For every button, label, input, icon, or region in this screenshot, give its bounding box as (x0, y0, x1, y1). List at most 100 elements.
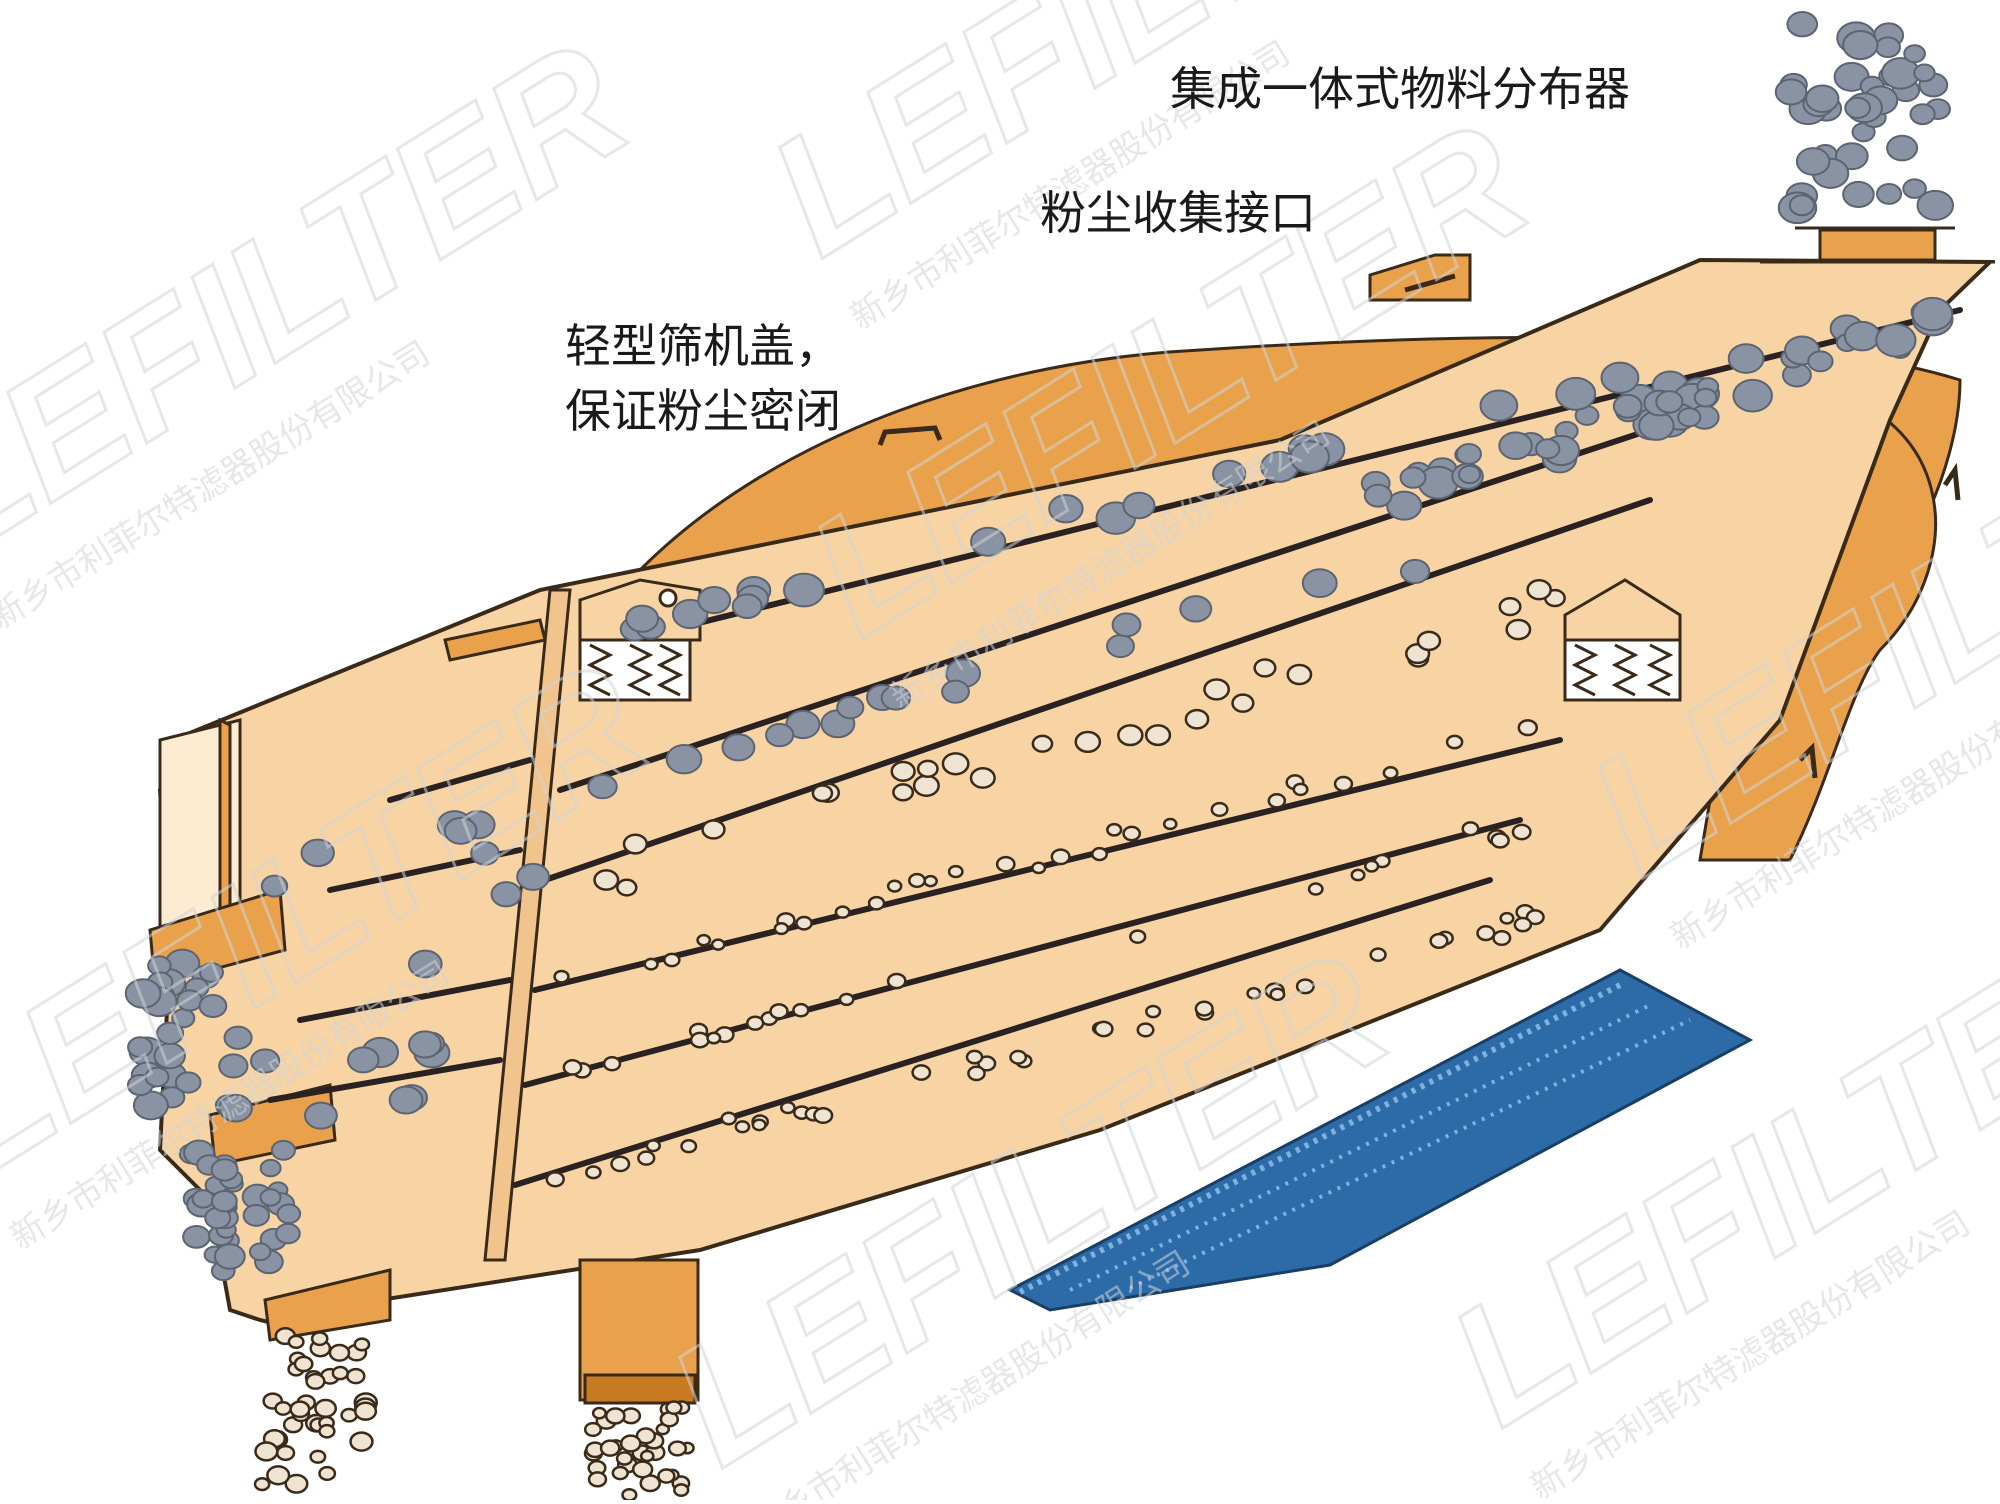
stone-particle (587, 773, 618, 800)
stone-particle (1106, 822, 1123, 837)
stone-particle (1727, 343, 1765, 374)
stone-particle (1655, 390, 1684, 414)
stone-particle (912, 774, 940, 797)
stone-particle (1534, 438, 1561, 460)
deck-line (512, 877, 1493, 1188)
stone-particle (1162, 817, 1178, 831)
stone-particle (259, 1188, 282, 1207)
stone-particle (1511, 823, 1532, 841)
stone-particle (174, 1071, 202, 1094)
stone-particle (266, 1465, 291, 1486)
deck-line (297, 977, 513, 1023)
stone-particle (331, 1365, 349, 1381)
stone-particle (886, 879, 903, 893)
stone-particle (127, 1036, 154, 1059)
stone-particle (689, 1031, 710, 1049)
stone-particle (1490, 832, 1510, 849)
stone-particle (199, 962, 224, 983)
stone-particle (1212, 459, 1247, 489)
stone-particle (1269, 987, 1286, 1002)
stone-particle (720, 1111, 738, 1126)
stone-particle (604, 1407, 626, 1425)
spring-support-right (1563, 578, 1682, 702)
stone-particle (318, 1465, 337, 1482)
stone-particle (967, 1065, 986, 1082)
stone-particle (671, 598, 709, 630)
stone-particle (1600, 361, 1640, 394)
stone-particle (908, 872, 927, 889)
stone-particle (673, 1483, 690, 1497)
stone-particle (275, 1444, 296, 1462)
stone-particle (583, 1421, 603, 1438)
stone-particle (622, 833, 648, 855)
stone-particle (746, 1015, 765, 1031)
stone-particle (305, 1372, 326, 1390)
stone-particle (1203, 678, 1231, 701)
stone-particle (643, 957, 659, 971)
stone-particle (970, 526, 1007, 557)
stone-particle (1246, 986, 1262, 1000)
stone-particle (218, 1093, 253, 1123)
handle-icon (877, 425, 943, 446)
stone-particle (585, 1165, 602, 1180)
stone-particle (210, 1158, 239, 1182)
stone-particle (611, 1465, 629, 1481)
stone-particle (553, 969, 570, 984)
stone-particle (1844, 96, 1871, 120)
stone-particle (182, 1224, 211, 1249)
label-cover-line2: 保证粉尘密闭 (565, 384, 841, 438)
feed-inlet (1760, 226, 1995, 264)
stone-particle (248, 1242, 272, 1262)
deck-line (267, 1057, 503, 1103)
deck-line (387, 757, 533, 803)
stone-particle (1492, 929, 1512, 947)
stone-particle (1788, 194, 1816, 217)
stone-particle (249, 1048, 281, 1074)
stone-particle (253, 1477, 271, 1492)
stone-particle (838, 992, 855, 1007)
stone-particle (1009, 1049, 1028, 1065)
stone-particle (242, 1203, 271, 1227)
stone-particle (1129, 929, 1147, 944)
stone-particle (1363, 483, 1393, 508)
label-cover-line1: 轻型筛机盖， (565, 319, 841, 373)
stone-particle (1555, 376, 1597, 411)
deck-line (557, 417, 1683, 793)
stone-particle (616, 878, 638, 897)
bottom-outlet (578, 1258, 700, 1405)
material-particles (124, 11, 1954, 1502)
stone-particle (284, 1473, 309, 1494)
stone-particle (490, 881, 522, 908)
stone-particle (1031, 861, 1047, 875)
stone-particle (941, 752, 970, 776)
stone-particle (276, 1203, 302, 1225)
stone-particle (916, 759, 939, 778)
stone-particle (1286, 663, 1313, 686)
stone-particle (667, 1440, 688, 1457)
stone-particle (696, 933, 712, 947)
stone-particle (545, 1171, 565, 1188)
label-material-distributor: 集成一体式物料分布器 (1170, 62, 1630, 116)
stone-particle (811, 784, 834, 803)
stone-particle (587, 1471, 608, 1488)
stone-particle (349, 1431, 374, 1452)
stone-particle (751, 1118, 767, 1132)
stone-particle (886, 972, 907, 990)
stone-particle (218, 1053, 249, 1079)
stone-particle (210, 1189, 238, 1213)
stone-particle (1525, 909, 1545, 926)
stone-particle (1916, 189, 1954, 221)
stone-particle (657, 1468, 676, 1484)
stone-particle (1117, 724, 1144, 747)
stone-particle (353, 1401, 378, 1421)
stone-particle (706, 1031, 722, 1045)
stone-particle (1913, 63, 1936, 83)
stone-particle (734, 1120, 751, 1134)
stone-particle (1307, 882, 1324, 896)
stone-particle (223, 1025, 253, 1050)
deck-line (532, 737, 1563, 993)
frame-seam (483, 588, 572, 1262)
stone-particle (310, 1331, 329, 1347)
stone-particle (347, 1046, 380, 1074)
